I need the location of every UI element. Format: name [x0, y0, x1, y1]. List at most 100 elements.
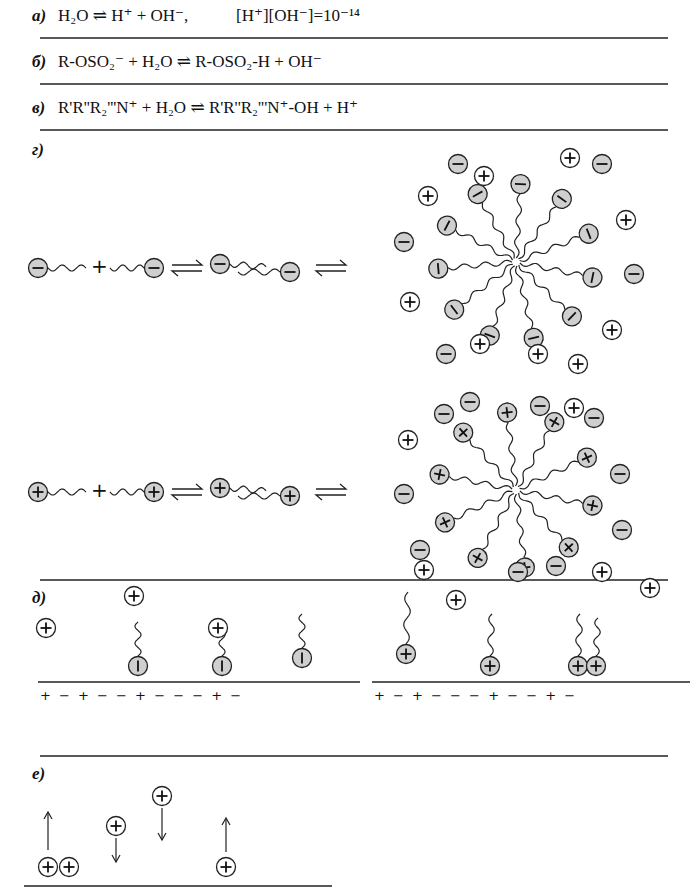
- sign-stroke: [528, 337, 539, 339]
- equation: H₂O ⇌ H⁺ + OH⁻,: [58, 6, 188, 26]
- ion-circle: [293, 649, 312, 668]
- ion-circle: [419, 187, 438, 206]
- sign-stroke: [453, 163, 464, 165]
- hydrocarbon-tail: [493, 266, 515, 326]
- cation-symbol: [561, 149, 580, 168]
- surface-line: [38, 681, 360, 682]
- hydrocarbon-tail: [518, 207, 556, 259]
- sign-stroke: [405, 649, 407, 660]
- ion-circle: [211, 479, 230, 498]
- surfactant-head: [281, 263, 300, 282]
- sign-stroke: [225, 862, 227, 873]
- hydrocarbon-tail: [516, 266, 533, 328]
- ion-circle: [145, 259, 164, 278]
- sign-stroke: [47, 862, 49, 873]
- micelle-head: [465, 545, 491, 571]
- sign-stroke: [415, 549, 426, 551]
- ion-circle: [397, 645, 416, 664]
- ion-circle: [549, 186, 576, 213]
- ion-circle: [281, 487, 300, 506]
- plus-sign: +: [91, 480, 108, 500]
- anion-symbol: [585, 409, 604, 428]
- micelle-head: [510, 174, 530, 194]
- sign-stroke: [475, 553, 480, 563]
- sign-stroke: [68, 862, 70, 873]
- ion-circle: [547, 557, 566, 576]
- adsorbed-cation: [397, 645, 416, 664]
- ion-circle: [281, 263, 300, 282]
- hydrocarbon-tail: [515, 194, 522, 258]
- sign-stroke: [489, 661, 491, 672]
- ion-circle: [434, 213, 460, 239]
- sign-stroke: [479, 339, 481, 350]
- sign-stroke: [451, 305, 458, 314]
- sign-stroke: [513, 571, 524, 573]
- ion-circle: [395, 233, 414, 252]
- sign-stroke: [568, 312, 576, 320]
- rule-line: [40, 37, 668, 38]
- equilibrium-arrow: [172, 484, 202, 489]
- sign-stroke: [399, 493, 410, 495]
- anion-symbol: [461, 393, 480, 412]
- micelle-head: [432, 510, 457, 535]
- surfactant-head: [211, 479, 230, 498]
- sign-stroke: [289, 491, 291, 502]
- sign-stroke: [601, 567, 603, 578]
- hydrocarbon-tail: [519, 265, 565, 310]
- ion-circle: [129, 657, 148, 676]
- anion-symbol: [437, 345, 456, 364]
- ion-circle: [481, 657, 500, 676]
- sign-stroke: [582, 455, 592, 460]
- ion-circle: [399, 431, 418, 450]
- ion-circle: [437, 345, 456, 364]
- hydrocarbon-tail: [520, 461, 578, 489]
- sign-stroke: [473, 191, 483, 196]
- cation-symbol: [107, 817, 126, 836]
- cation-symbol: [603, 321, 622, 340]
- cation-symbol: [569, 355, 588, 374]
- ion-circle: [211, 255, 230, 274]
- sign-stroke: [506, 407, 507, 418]
- hydrocarbon-tail: [230, 262, 266, 269]
- sign-stroke: [565, 544, 573, 551]
- hydrocarbon-tail: [238, 269, 280, 275]
- micelle-head: [558, 303, 585, 330]
- anion-symbol: [411, 541, 430, 560]
- micelle-head: [549, 186, 576, 213]
- cation-symbol: [209, 619, 228, 638]
- hydrocarbon-tail: [48, 489, 86, 495]
- hydrocarbon-tail: [454, 491, 512, 519]
- rule-line: [40, 579, 668, 580]
- ion-circle: [531, 397, 550, 416]
- equilibrium-arrow: [172, 495, 202, 500]
- sign-stroke: [115, 821, 117, 832]
- sign-stroke: [465, 401, 476, 403]
- ion-circle: [509, 563, 528, 582]
- ion-circle: [565, 399, 584, 418]
- surface-charges: + − + − − + − − − + −: [40, 686, 243, 706]
- sign-stroke: [587, 504, 598, 506]
- anion-symbol: [395, 485, 414, 504]
- arrow-head: [44, 812, 52, 819]
- section-letter: а): [32, 6, 46, 26]
- sign-stroke: [611, 325, 613, 336]
- sign-stroke: [423, 565, 425, 576]
- anion-symbol: [449, 155, 468, 174]
- hydrocarbon-tail: [404, 592, 410, 644]
- sign-stroke: [597, 163, 608, 165]
- micelle-head: [428, 258, 449, 279]
- sign-stroke: [440, 520, 450, 525]
- sign-stroke: [649, 583, 651, 594]
- ion-circle: [569, 355, 588, 374]
- sign-stroke: [285, 271, 296, 273]
- ion-circle: [576, 221, 601, 246]
- cation-symbol: [39, 858, 58, 877]
- ion-circle: [585, 409, 604, 428]
- micelle-head: [434, 213, 460, 239]
- hydrocarbon-tail: [110, 265, 144, 271]
- equilibrium-arrow: [316, 495, 346, 500]
- sign-stroke: [444, 221, 449, 231]
- plus-sign: +: [91, 256, 108, 276]
- ion-circle: [593, 155, 612, 174]
- cation-symbol: [475, 167, 494, 186]
